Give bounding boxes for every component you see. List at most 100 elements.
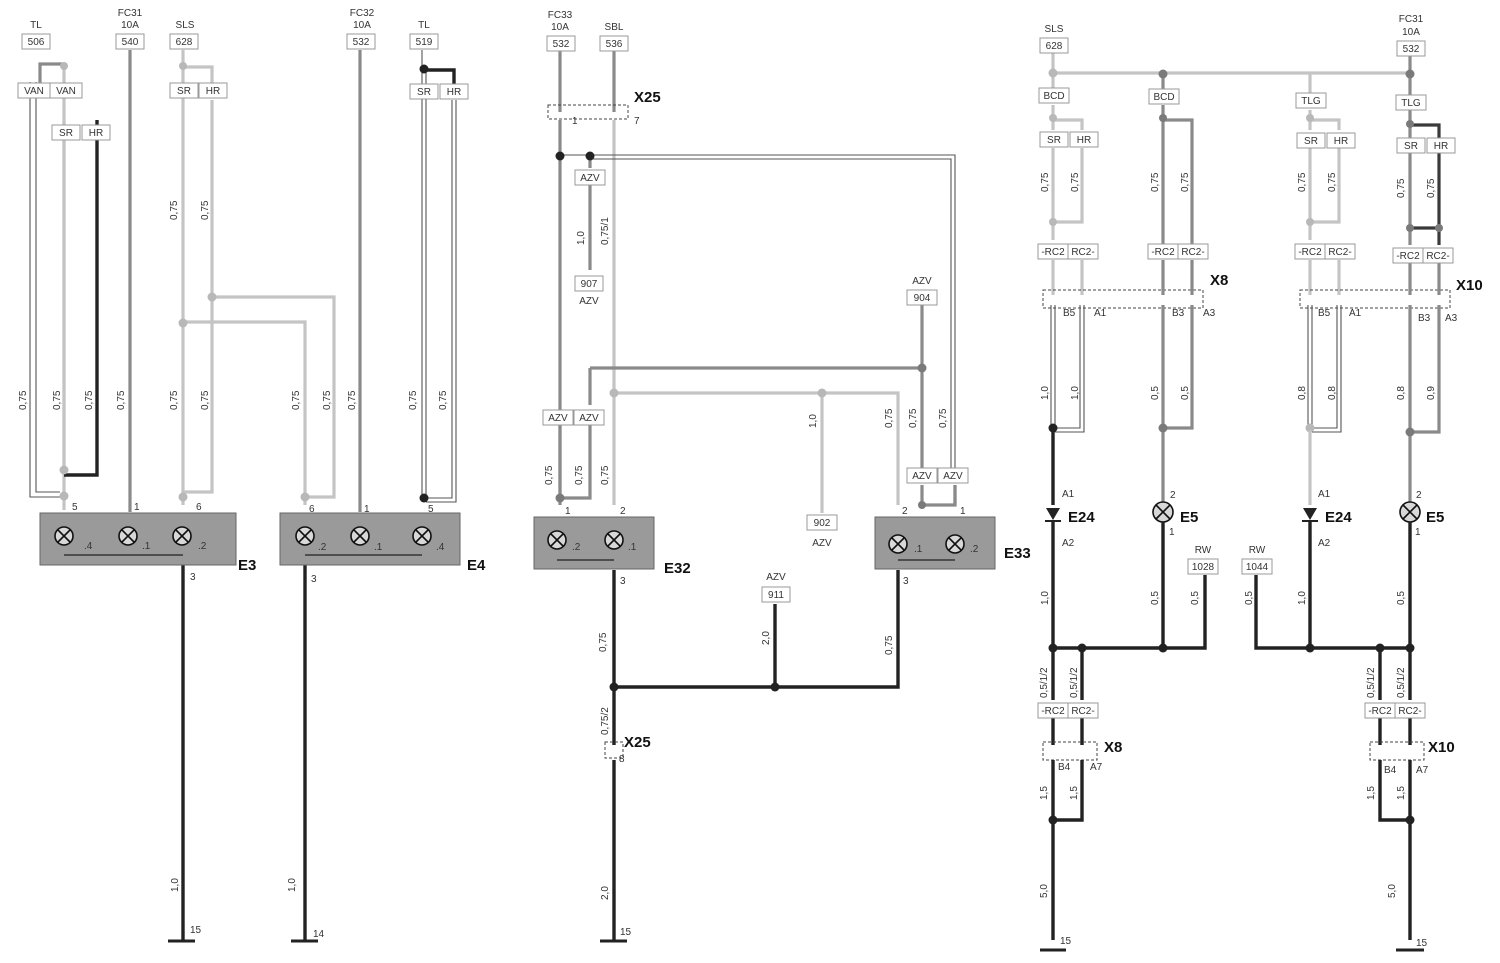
box-hr: HR <box>447 87 461 98</box>
lamp-icon <box>888 534 908 554</box>
wire-size: 1,0 <box>1040 386 1051 400</box>
lamp-icon <box>54 526 74 546</box>
pin: A3 <box>1203 308 1216 319</box>
x10-bottom-connector <box>1369 741 1425 761</box>
component-e24: E24 <box>1325 509 1352 526</box>
label-fc33: FC33 <box>548 10 573 21</box>
component-e3: E3 <box>238 557 256 574</box>
label-azv: AZV <box>812 538 832 549</box>
pin: 5 <box>72 502 78 513</box>
pin: A1 <box>1349 308 1362 319</box>
pin: A3 <box>1445 313 1458 324</box>
pin: 5 <box>428 504 434 515</box>
pin: B5 <box>1318 308 1331 319</box>
pin: B3 <box>1172 308 1185 319</box>
wire-size: 0,75 <box>1297 172 1308 192</box>
wire-size: 0,75 <box>322 390 333 410</box>
label-azv: AZV <box>912 276 932 287</box>
wire-size: 0,8 <box>1396 386 1407 400</box>
wire-size: 0,75 <box>1040 172 1051 192</box>
x10-top-connector <box>1299 289 1451 309</box>
connector-x8: X8 <box>1104 739 1122 756</box>
pin: 3 <box>190 572 196 583</box>
wire-size: 0,75 <box>600 465 611 485</box>
wire-size: 0,75 <box>116 390 127 410</box>
pin: A2 <box>1318 538 1331 549</box>
wire-size: 0,75 <box>598 632 609 652</box>
pin: A7 <box>1416 765 1429 776</box>
lamp-icon <box>172 526 192 546</box>
box-rc2: RC2- <box>1071 706 1094 717</box>
wire-size: 0,75 <box>1150 172 1161 192</box>
connector-x10: X10 <box>1428 739 1455 756</box>
label-sls: SLS <box>1045 24 1064 35</box>
pin: 2 <box>1170 490 1176 501</box>
wire-size: 0,75 <box>908 408 919 428</box>
pin: 1 <box>572 116 578 127</box>
component-e32: E32 <box>664 560 691 577</box>
pin: A7 <box>1090 762 1103 773</box>
wire-size: 1,0 <box>1297 591 1308 605</box>
lamp-icon <box>350 526 370 546</box>
pin: B3 <box>1418 313 1431 324</box>
wire-size: 0,75 <box>200 390 211 410</box>
label-amp: 10A <box>353 20 371 31</box>
box-rc2: -RC2 <box>1368 706 1392 717</box>
pin: 6 <box>309 504 315 515</box>
box-hr: HR <box>1077 135 1091 146</box>
wire-size: 1,0 <box>1070 386 1081 400</box>
pin: .1 <box>374 542 383 553</box>
box-sr: SR <box>59 128 73 139</box>
box-rc2: RC2- <box>1071 247 1094 258</box>
label-sls: SLS <box>176 20 195 31</box>
wire-sizes: 0,75 0,75 0,75 0,75 0,75 0,75 0,75 0,75 … <box>18 172 1437 900</box>
pin: .1 <box>142 541 151 552</box>
box-628: 628 <box>176 37 193 48</box>
pin: 2 <box>1416 490 1422 501</box>
label-azv: AZV <box>766 572 786 583</box>
label-amp: 10A <box>121 20 139 31</box>
wire-size: 0,9 <box>1426 386 1437 400</box>
box-rc2: RC2- <box>1328 247 1351 258</box>
label-rw: RW <box>1195 545 1212 556</box>
box-rc2: -RC2 <box>1151 247 1175 258</box>
pin: .2 <box>198 541 207 552</box>
pin: 3 <box>311 574 317 585</box>
wire-size: 0,75 <box>200 200 211 220</box>
ground-label: 14 <box>313 929 325 940</box>
box-azv: AZV <box>943 471 963 482</box>
wire-size: 0,75 <box>1070 172 1081 192</box>
wire-size: 0,75 <box>884 408 895 428</box>
pin: .1 <box>628 542 637 553</box>
wire-size: 2,0 <box>600 886 611 900</box>
box-bcd: BCD <box>1153 92 1174 103</box>
x8-top-connector-a <box>1042 289 1204 309</box>
box-tlg: TLG <box>1301 96 1321 107</box>
wire-size: 0,75 <box>169 390 180 410</box>
pin: B4 <box>1384 765 1397 776</box>
x8-bottom-connector <box>1042 741 1098 761</box>
pin: .1 <box>914 544 923 555</box>
wire-size: 1,5 <box>1396 786 1407 800</box>
wire-size: 1,0 <box>170 878 181 892</box>
wire-size: 5,0 <box>1387 884 1398 898</box>
led-icon <box>1046 508 1060 520</box>
wire-size: 2,0 <box>761 631 772 645</box>
box-rc2: RC2- <box>1398 706 1421 717</box>
box-sr: SR <box>1047 135 1061 146</box>
x25-top-connector <box>547 104 629 120</box>
label-fc32: FC32 <box>350 8 375 19</box>
wire-size: 0,5 <box>1396 591 1407 605</box>
box-sr: SR <box>417 87 431 98</box>
component-e5: E5 <box>1180 509 1198 526</box>
ground-label: 15 <box>620 927 632 938</box>
box-1028: 1028 <box>1192 562 1215 573</box>
box-902: 902 <box>814 518 831 529</box>
box-506: 506 <box>28 37 45 48</box>
wire-size: 0,75 <box>574 465 585 485</box>
box-van: VAN <box>56 86 76 97</box>
wire-size: 0,8 <box>1297 386 1308 400</box>
component-e5: E5 <box>1426 509 1444 526</box>
wire-size: 0,75 <box>52 390 63 410</box>
